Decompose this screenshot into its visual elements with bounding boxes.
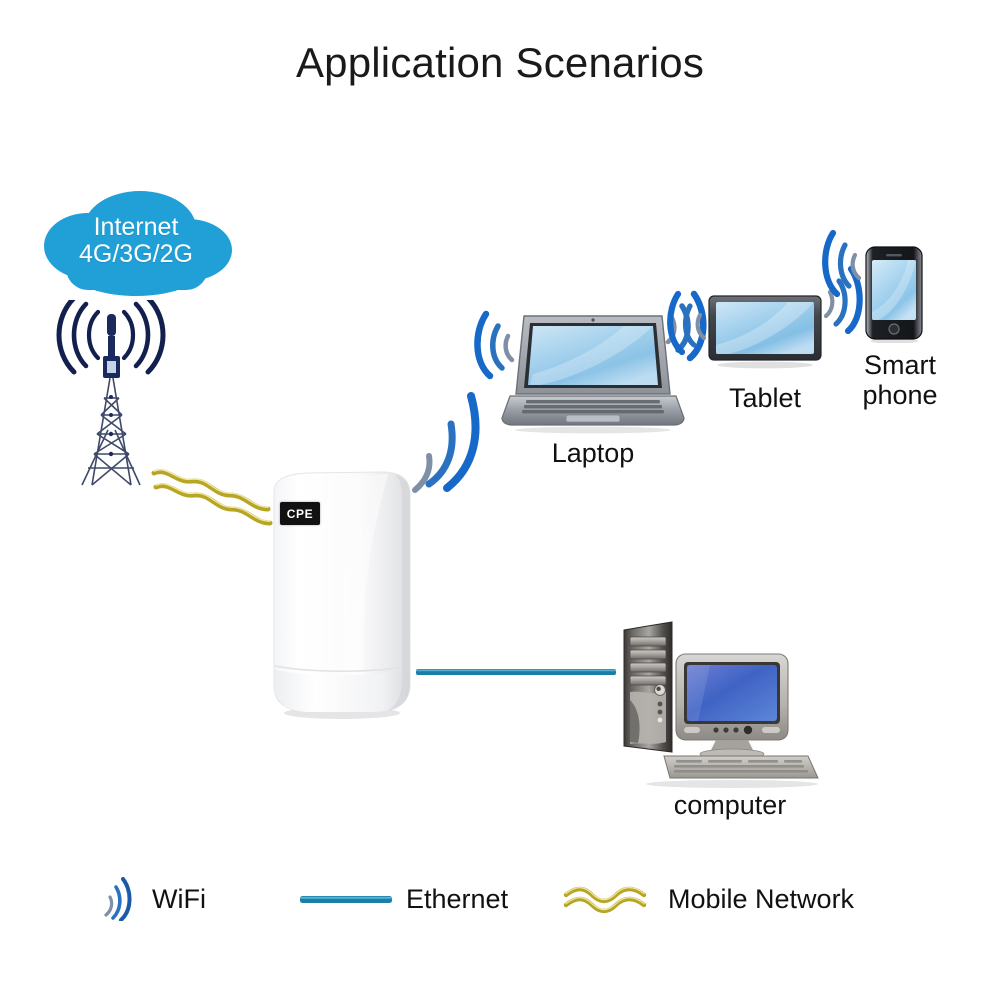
wifi-arcs-icon bbox=[822, 229, 862, 298]
smartphone-wifi-signal-icon bbox=[818, 228, 866, 298]
computer-label: computer bbox=[673, 790, 787, 820]
wifi-arcs-icon bbox=[667, 290, 707, 356]
mobile-network-link-tower-router bbox=[150, 465, 290, 545]
desktop-computer-device[interactable] bbox=[612, 612, 842, 792]
cell-tower-icon bbox=[56, 295, 166, 486]
legend-label-wifi: WiFi bbox=[152, 883, 206, 914]
cpe-router[interactable]: CPE bbox=[262, 470, 422, 720]
wifi-arcs-icon bbox=[412, 392, 480, 493]
laptop-icon bbox=[501, 315, 685, 434]
desktop-computer-icon bbox=[623, 621, 819, 788]
solid-line-icon bbox=[300, 896, 392, 903]
laptop-label: Laptop bbox=[551, 438, 635, 468]
cpe-badge-label: CPE bbox=[286, 506, 314, 521]
solid-line-icon bbox=[416, 669, 616, 675]
cloud-shape-icon bbox=[44, 191, 232, 296]
legend: WiFi Ethernet Mobile Network bbox=[100, 872, 920, 926]
laptop-device[interactable] bbox=[500, 312, 686, 434]
internet-cloud-label: Internet 4G/3G/2G bbox=[79, 213, 193, 268]
wavy-lines-icon bbox=[563, 886, 647, 914]
router-wifi-signal-icon bbox=[405, 388, 495, 493]
page-title: Application Scenarios bbox=[295, 39, 705, 86]
cpe-brand-badge: CPE bbox=[280, 502, 320, 525]
legend-item-ethernet: Ethernet bbox=[300, 872, 508, 926]
smartphone-label: Smart phone bbox=[862, 350, 938, 411]
laptop-wifi-signal-left-icon bbox=[472, 310, 518, 380]
ethernet-link-router-computer bbox=[416, 665, 616, 679]
tablet-wifi-signal-left-icon bbox=[664, 290, 710, 356]
cell-tower bbox=[52, 295, 182, 500]
wavy-lines-icon bbox=[151, 469, 273, 526]
legend-item-wifi: WiFi bbox=[100, 872, 206, 926]
cpe-router-body bbox=[273, 471, 411, 719]
smartphone-device[interactable] bbox=[864, 246, 924, 344]
legend-item-mobile-network: Mobile Network bbox=[562, 872, 854, 926]
wifi-arcs-icon bbox=[474, 310, 515, 380]
wifi-arcs-icon bbox=[104, 877, 132, 921]
smartphone-icon bbox=[865, 246, 923, 344]
tablet-icon bbox=[708, 295, 822, 369]
tablet-device[interactable] bbox=[708, 295, 822, 369]
legend-label-mobile-network: Mobile Network bbox=[668, 883, 855, 914]
legend-label-ethernet: Ethernet bbox=[406, 883, 509, 914]
internet-cloud: Internet 4G/3G/2G bbox=[36, 188, 236, 310]
tablet-label: Tablet bbox=[728, 383, 802, 413]
